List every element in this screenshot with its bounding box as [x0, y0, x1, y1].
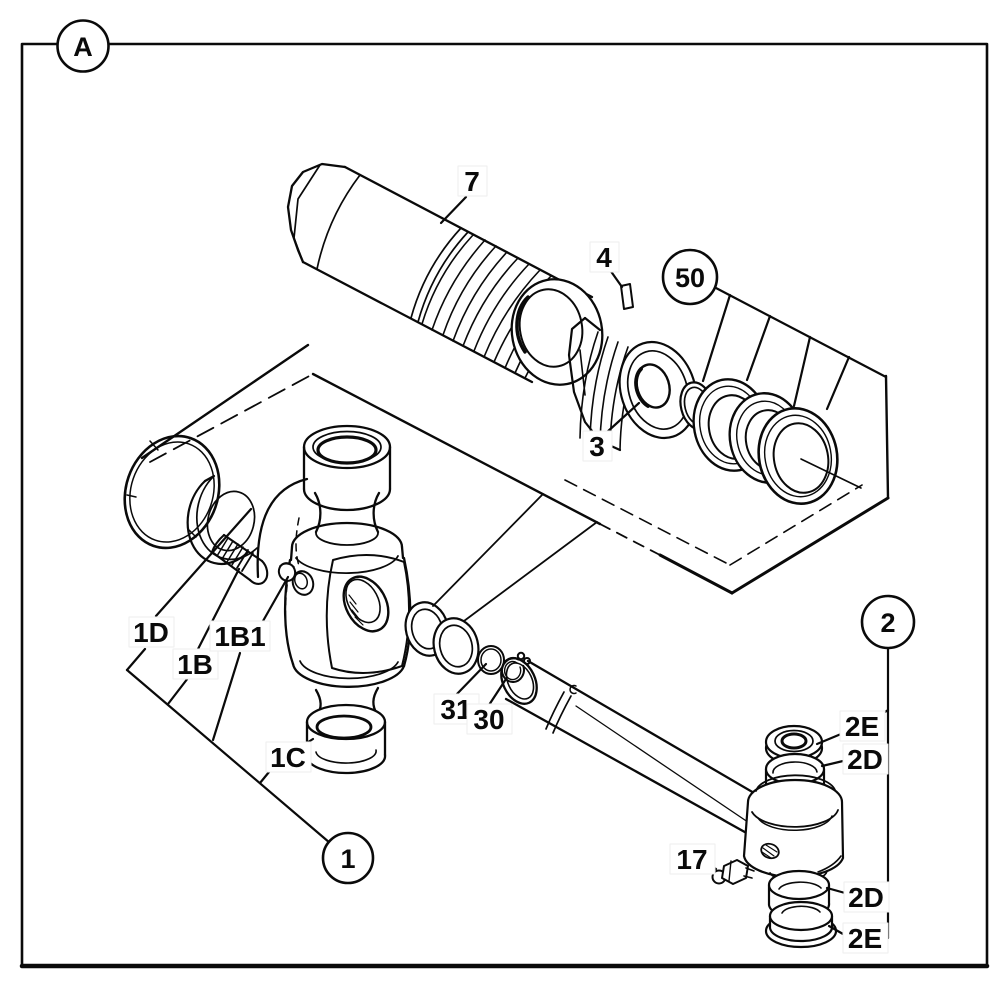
- svg-text:2E: 2E: [848, 923, 882, 954]
- svg-text:1C: 1C: [270, 742, 306, 773]
- svg-text:7: 7: [464, 166, 480, 197]
- collar-part: [186, 474, 258, 566]
- bush-1c-part: [305, 703, 387, 775]
- svg-text:50: 50: [675, 263, 705, 293]
- callout-4[interactable]: 4: [589, 241, 620, 273]
- callout-50[interactable]: 50: [661, 248, 719, 306]
- svg-text:1B: 1B: [177, 649, 213, 680]
- callout-1d[interactable]: 1D: [128, 616, 175, 648]
- callouts: A 7 4 50 3 1D 1B 1B1: [56, 19, 916, 954]
- callout-3[interactable]: 3: [582, 430, 613, 462]
- svg-text:1: 1: [340, 844, 355, 874]
- callout-1b1[interactable]: 1B1: [209, 620, 271, 652]
- adapter-1b-part: [210, 533, 269, 585]
- rod-seal-rings: [404, 601, 480, 675]
- drawing-frame: [19, 42, 990, 969]
- cylinder-barrel: [286, 162, 604, 386]
- locating-pin: [620, 283, 634, 310]
- svg-text:4: 4: [596, 242, 612, 273]
- view-marker-a[interactable]: A: [56, 19, 110, 73]
- svg-text:31: 31: [440, 694, 471, 725]
- callout-2e-bottom[interactable]: 2E: [842, 922, 889, 954]
- svg-text:2E: 2E: [845, 711, 879, 742]
- rod-end-assembly: [742, 724, 845, 949]
- callout-30[interactable]: 30: [466, 703, 513, 735]
- svg-text:A: A: [73, 32, 93, 62]
- main-body-casting: [256, 424, 412, 728]
- svg-text:30: 30: [473, 704, 504, 735]
- kit-boundary-panel: [140, 343, 890, 595]
- seal-kit-seals: [679, 378, 839, 506]
- callout-2[interactable]: 2: [860, 594, 916, 650]
- svg-text:3: 3: [589, 431, 605, 462]
- callout-1c[interactable]: 1C: [265, 741, 312, 773]
- plug-1b1-part: [277, 562, 297, 582]
- callout-2d-bottom[interactable]: 2D: [843, 881, 890, 913]
- gland-nut: [567, 316, 698, 452]
- piston-rod: [500, 657, 804, 857]
- svg-text:2D: 2D: [847, 744, 883, 775]
- svg-text:1D: 1D: [133, 617, 169, 648]
- callout-2d-top[interactable]: 2D: [842, 743, 889, 775]
- svg-text:17: 17: [676, 844, 707, 875]
- callout-17[interactable]: 17: [669, 843, 716, 875]
- grease-nipple-part: [711, 859, 755, 885]
- svg-text:2D: 2D: [848, 882, 884, 913]
- svg-text:1B1: 1B1: [214, 621, 265, 652]
- callout-2e-top[interactable]: 2E: [839, 710, 886, 742]
- callout-7[interactable]: 7: [457, 165, 488, 197]
- callout-1[interactable]: 1: [321, 831, 375, 885]
- svg-text:2: 2: [880, 608, 895, 638]
- oring-1d-part: [123, 434, 221, 550]
- leader-lines: [125, 195, 890, 942]
- callout-1b[interactable]: 1B: [172, 648, 219, 680]
- circlip-30-part: [500, 651, 531, 683]
